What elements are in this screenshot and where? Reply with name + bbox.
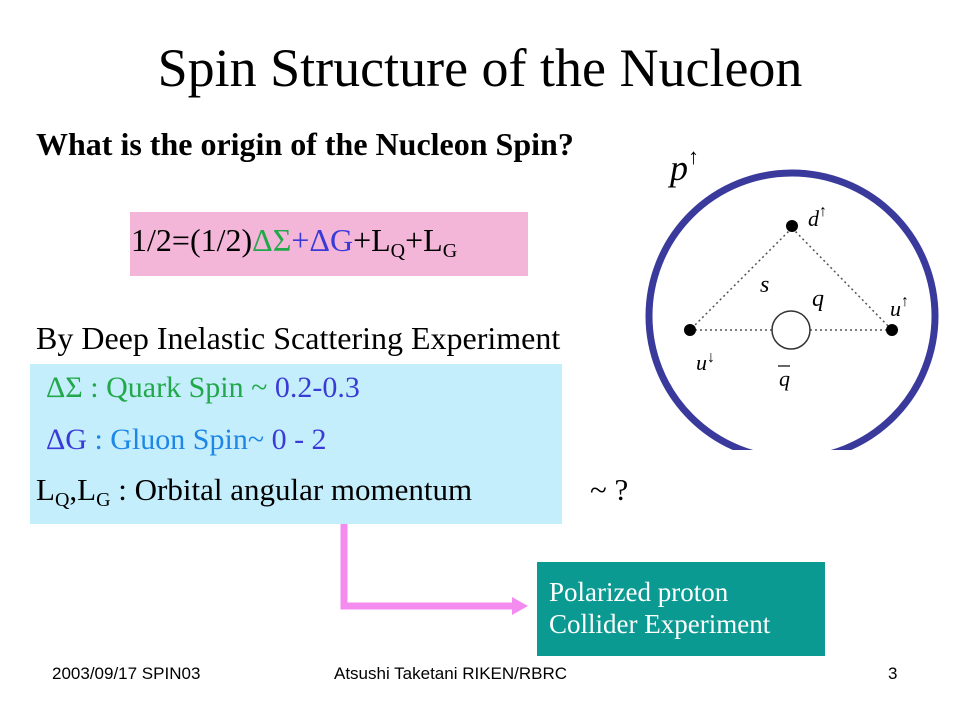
callout-line-2: Collider Experiment bbox=[549, 609, 771, 639]
orbital-g-subscript: G bbox=[96, 489, 111, 511]
formula-delta-g: ΔG bbox=[309, 222, 354, 258]
slide-title: Spin Structure of the Nucleon bbox=[157, 38, 803, 98]
quark-spin-item: ΔΣ : Quark Spin ~ 0.2-0.3 bbox=[36, 368, 360, 408]
formula-lg: +L bbox=[405, 222, 443, 258]
u-quark-right-dot bbox=[886, 324, 898, 336]
u-quark-left-dot bbox=[684, 324, 696, 336]
antiquark-label: q bbox=[779, 366, 790, 391]
formula-delta-sigma: ΔΣ bbox=[252, 222, 292, 258]
delta-g-symbol: ΔG bbox=[46, 423, 87, 456]
footer-author: Atsushi Taketani RIKEN/RBRC bbox=[334, 664, 568, 683]
footer-date-conference: 2003/09/17 SPIN03 bbox=[52, 664, 201, 683]
question-heading: What is the origin of the Nucleon Spin? bbox=[36, 126, 574, 162]
u-quark-right-label: u↑ bbox=[890, 293, 909, 321]
formula-q-subscript: Q bbox=[390, 240, 406, 262]
arrow-line bbox=[340, 524, 512, 610]
proton-structure-diagram: p↑ d↑ u↑ u↓ s q q bbox=[645, 144, 939, 450]
orbital-q-subscript: Q bbox=[54, 489, 70, 511]
gluon-spin-value: 0 - 2 bbox=[271, 423, 327, 456]
d-quark-dot bbox=[786, 220, 798, 232]
orbital-momentum-item: LQ,LG : Orbital angular momentum bbox=[36, 470, 472, 510]
delta-sigma-symbol: ΔΣ bbox=[46, 371, 83, 404]
d-quark-label: d↑ bbox=[808, 203, 827, 231]
collider-callout: Polarized proton Collider Experiment bbox=[537, 562, 825, 656]
spin-sum-formula: 1/2=(1/2)ΔΣ+ΔG+LQ+LG bbox=[131, 220, 458, 262]
arrow-head bbox=[512, 597, 528, 615]
dis-results-highlight bbox=[30, 364, 562, 524]
gluon-line-left bbox=[689, 227, 793, 331]
orbital-unknown-value: ~ ? bbox=[590, 472, 629, 507]
formula-lq: +L bbox=[353, 222, 391, 258]
u-quark-left-label: u↓ bbox=[696, 349, 715, 375]
callout-line-1: Polarized proton bbox=[549, 577, 729, 607]
strange-label: s bbox=[760, 272, 769, 298]
sea-quark-label: q bbox=[812, 286, 824, 312]
formula-g-subscript: G bbox=[442, 240, 458, 262]
proton-label: p↑ bbox=[667, 144, 699, 188]
orbital-l: L bbox=[36, 472, 55, 507]
quark-spin-label: : Quark Spin ~ bbox=[82, 371, 275, 404]
page-number: 3 bbox=[888, 664, 898, 683]
proton-boundary bbox=[645, 169, 939, 450]
formula-lhs: 1/2=(1/2) bbox=[131, 222, 253, 258]
orbital-label: : Orbital angular momentum bbox=[110, 472, 473, 507]
formula-highlight bbox=[130, 212, 528, 276]
dis-heading: By Deep Inelastic Scattering Experiment bbox=[36, 320, 561, 356]
formula-plus: + bbox=[291, 222, 310, 258]
orbital-lg: ,L bbox=[69, 472, 97, 507]
sea-quark-loop bbox=[771, 310, 811, 350]
gluon-spin-label: : Gluon Spin~ bbox=[86, 423, 272, 456]
gluon-spin-item: ΔG : Gluon Spin~ 0 - 2 bbox=[36, 420, 327, 460]
gluon-line-right bbox=[791, 227, 893, 331]
quark-spin-value: 0.2-0.3 bbox=[274, 371, 360, 404]
